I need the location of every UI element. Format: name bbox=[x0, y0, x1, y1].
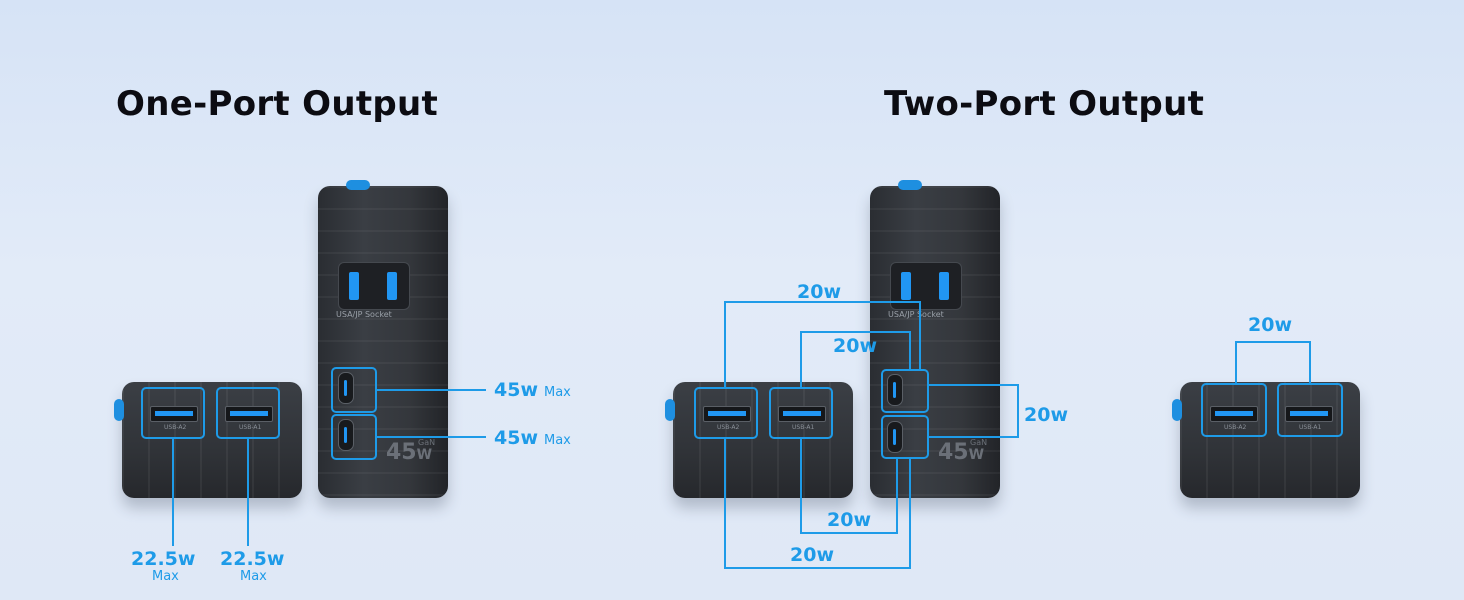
usba2-max-label: Max bbox=[152, 569, 179, 584]
brand-gan: GaN bbox=[418, 438, 436, 447]
charger-cube-middle: USB-A2 USB-A1 bbox=[665, 382, 853, 498]
usb-c-port-1 bbox=[338, 372, 354, 404]
socket-label: USA/JP Socket bbox=[336, 310, 392, 319]
highlight-usbc2-mid bbox=[881, 415, 929, 459]
usb-a2-label: USB-A2 bbox=[1224, 424, 1247, 431]
link-c2-a1 bbox=[800, 438, 898, 534]
socket-label: USA/JP Socket bbox=[888, 310, 944, 319]
usb-a1-label: USB-A1 bbox=[239, 424, 262, 431]
highlight-usbc2-left bbox=[331, 414, 377, 460]
highlight-usba1-left bbox=[216, 387, 280, 439]
pair-c1-c2-label: 20w bbox=[1024, 404, 1068, 426]
charger-cube-right: USB-A2 USB-A1 bbox=[1172, 382, 1360, 498]
usb-a1-label: USB-A1 bbox=[1299, 424, 1322, 431]
brand-watt-number: 45 bbox=[938, 440, 969, 465]
usb-a-port-2 bbox=[150, 406, 198, 422]
release-button-icon bbox=[898, 180, 922, 190]
socket-slot-icon bbox=[387, 272, 397, 300]
usba1-max-label: Max bbox=[240, 569, 267, 584]
usb-c-port-2 bbox=[887, 421, 903, 453]
highlight-usba2-right bbox=[1201, 383, 1267, 437]
release-knob-icon bbox=[114, 399, 124, 421]
link-c1-a1 bbox=[800, 331, 911, 388]
usb-c-port-2 bbox=[338, 419, 354, 451]
pair-c1-a1-label: 20w bbox=[833, 335, 877, 357]
max-suffix: Max bbox=[544, 433, 571, 448]
socket-slot-icon bbox=[901, 272, 911, 300]
link-c2-a2 bbox=[724, 438, 911, 569]
brand-watt-unit: W bbox=[968, 447, 985, 463]
usb-c-port-1 bbox=[887, 374, 903, 406]
usb-a1-label: USB-A1 bbox=[792, 424, 815, 431]
pair-a1-a2-label: 20w bbox=[1248, 314, 1292, 336]
socket-slot-icon bbox=[349, 272, 359, 300]
usb-a2-label: USB-A2 bbox=[164, 424, 187, 431]
usb-a-port-1 bbox=[1285, 406, 1333, 422]
highlight-usba1-mid bbox=[769, 387, 833, 439]
link-a1-a2 bbox=[1235, 341, 1311, 384]
brand-watt-number: 45 bbox=[386, 440, 417, 465]
usb-a2-label: USB-A2 bbox=[717, 424, 740, 431]
brand-watt: 45W bbox=[938, 440, 984, 465]
link-c1-c2 bbox=[928, 384, 1019, 438]
two-port-title: Two-Port Output bbox=[884, 84, 1205, 124]
usbc2-watt-value: 45w bbox=[494, 427, 538, 449]
usbc2-max-watt-label: 45w Max bbox=[494, 427, 571, 449]
pair-c2-a2-label: 20w bbox=[790, 544, 834, 566]
usba2-watt-label: 22.5w bbox=[131, 548, 196, 570]
ac-socket bbox=[338, 262, 410, 310]
charger-cube-left: USB-A2 USB-A1 bbox=[114, 382, 302, 498]
one-port-title: One-Port Output bbox=[116, 84, 439, 124]
usbc1-watt-value: 45w bbox=[494, 379, 538, 401]
link-c1-a2 bbox=[724, 301, 921, 388]
usbc1-max-watt-label: 45w Max bbox=[494, 379, 571, 401]
release-knob-icon bbox=[1172, 399, 1182, 421]
usb-a-port-2 bbox=[703, 406, 751, 422]
max-suffix: Max bbox=[544, 385, 571, 400]
charger-tower-left: USA/JP Socket 45W GaN bbox=[318, 180, 448, 498]
usb-a-port-1 bbox=[225, 406, 273, 422]
highlight-usba2-left bbox=[141, 387, 205, 439]
charger-tower-middle: USA/JP Socket 45W GaN bbox=[870, 180, 1000, 498]
highlight-usbc1-left bbox=[331, 367, 377, 413]
brand-gan: GaN bbox=[970, 438, 988, 447]
highlight-usba1-right bbox=[1277, 383, 1343, 437]
usba1-watt-label: 22.5w bbox=[220, 548, 285, 570]
pair-c2-a1-label: 20w bbox=[827, 509, 871, 531]
usb-a-port-2 bbox=[1210, 406, 1258, 422]
highlight-usba2-mid bbox=[694, 387, 758, 439]
usb-a-port-1 bbox=[778, 406, 826, 422]
pair-c1-a2-label: 20w bbox=[797, 281, 841, 303]
brand-watt: 45W bbox=[386, 440, 432, 465]
release-button-icon bbox=[346, 180, 370, 190]
release-knob-icon bbox=[665, 399, 675, 421]
brand-watt-unit: W bbox=[416, 447, 433, 463]
highlight-usbc1-mid bbox=[881, 369, 929, 413]
socket-slot-icon bbox=[939, 272, 949, 300]
